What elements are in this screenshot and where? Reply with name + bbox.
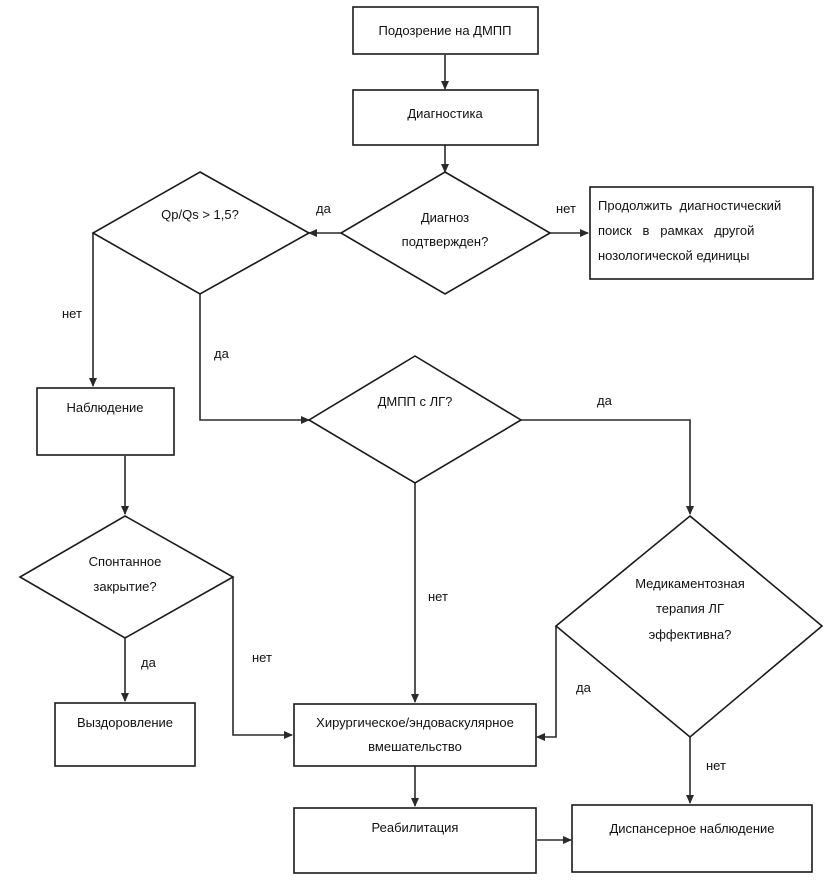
node-continue-search: Продолжить диагностический поиск в рамка… bbox=[589, 186, 814, 280]
node-med-therapy-line2: терапия ЛГ bbox=[656, 601, 724, 616]
node-diagnostics-label: Диагностика bbox=[407, 106, 483, 121]
node-recovery-label: Выздоровление bbox=[77, 715, 173, 730]
node-asd-ph-label: ДМПП с ЛГ? bbox=[378, 394, 453, 409]
node-rehabilitation: Реабилитация bbox=[293, 807, 537, 874]
node-spontaneous-closure-line2: закрытие? bbox=[93, 579, 156, 594]
node-diagnosis-confirmed-line2: подтвержден? bbox=[402, 234, 489, 249]
node-med-therapy: Медикаментозная терапия ЛГ эффективна? bbox=[554, 514, 824, 739]
node-recovery: Выздоровление bbox=[54, 702, 196, 767]
node-asd-ph: ДМПП с ЛГ? bbox=[307, 355, 523, 484]
node-med-therapy-line3: эффективна? bbox=[649, 627, 732, 642]
node-observation: Наблюдение bbox=[36, 387, 175, 456]
edge-label-ph-no: нет bbox=[428, 589, 448, 604]
connector-ph-yes-to-med bbox=[521, 419, 694, 515]
node-dispensary-label: Диспансерное наблюдение bbox=[609, 821, 774, 836]
edge-labels: да нет нет да да нет да нет да нет bbox=[62, 201, 726, 773]
node-dispensary: Диспансерное наблюдение bbox=[571, 804, 813, 873]
edge-label-confirmed-no: нет bbox=[556, 201, 576, 216]
node-qp-qs-label: Qp/Qs > 1,5? bbox=[161, 207, 239, 222]
edge-label-med-yes: да bbox=[576, 680, 592, 695]
connector-spont-no-to-surgery bbox=[232, 577, 293, 739]
edge-label-qp-yes: да bbox=[214, 346, 230, 361]
connector-med-yes-to-surgery bbox=[536, 626, 557, 741]
node-spontaneous-closure: Спонтанное закрытие? bbox=[18, 515, 235, 639]
node-start-label: Подозрение на ДМПП bbox=[378, 23, 511, 38]
node-diagnosis-confirmed-line1: Диагноз bbox=[421, 210, 469, 225]
node-qp-qs: Qp/Qs > 1,5? bbox=[91, 171, 311, 295]
connector-qp-yes-to-asd-ph bbox=[199, 294, 310, 424]
node-diagnosis-confirmed: Диагноз подтвержден? bbox=[339, 171, 552, 295]
node-surgery-line2: вмешательство bbox=[368, 739, 462, 754]
edge-label-spont-yes: да bbox=[141, 655, 157, 670]
node-med-therapy-line1: Медикаментозная bbox=[635, 576, 745, 591]
node-continue-search-line2: поиск в рамках другой bbox=[598, 223, 754, 238]
node-rehabilitation-label: Реабилитация bbox=[372, 820, 459, 835]
node-diagnostics: Диагностика bbox=[352, 89, 539, 146]
node-observation-label: Наблюдение bbox=[66, 400, 143, 415]
connectors bbox=[89, 55, 694, 844]
node-continue-search-line1: Продолжить диагностический bbox=[598, 198, 781, 213]
edge-label-qp-no: нет bbox=[62, 306, 82, 321]
node-surgery-line1: Хирургическое/эндоваскулярное bbox=[316, 715, 514, 730]
edge-label-spont-no: нет bbox=[252, 650, 272, 665]
node-continue-search-line3: нозологической единицы bbox=[598, 248, 749, 263]
edge-label-confirmed-yes: да bbox=[316, 201, 332, 216]
edge-label-ph-yes: да bbox=[597, 393, 613, 408]
node-surgery: Хирургическое/эндоваскулярное вмешательс… bbox=[293, 703, 537, 767]
node-start: Подозрение на ДМПП bbox=[352, 6, 539, 55]
node-spontaneous-closure-line1: Спонтанное bbox=[89, 554, 162, 569]
edge-label-med-no: нет bbox=[706, 758, 726, 773]
